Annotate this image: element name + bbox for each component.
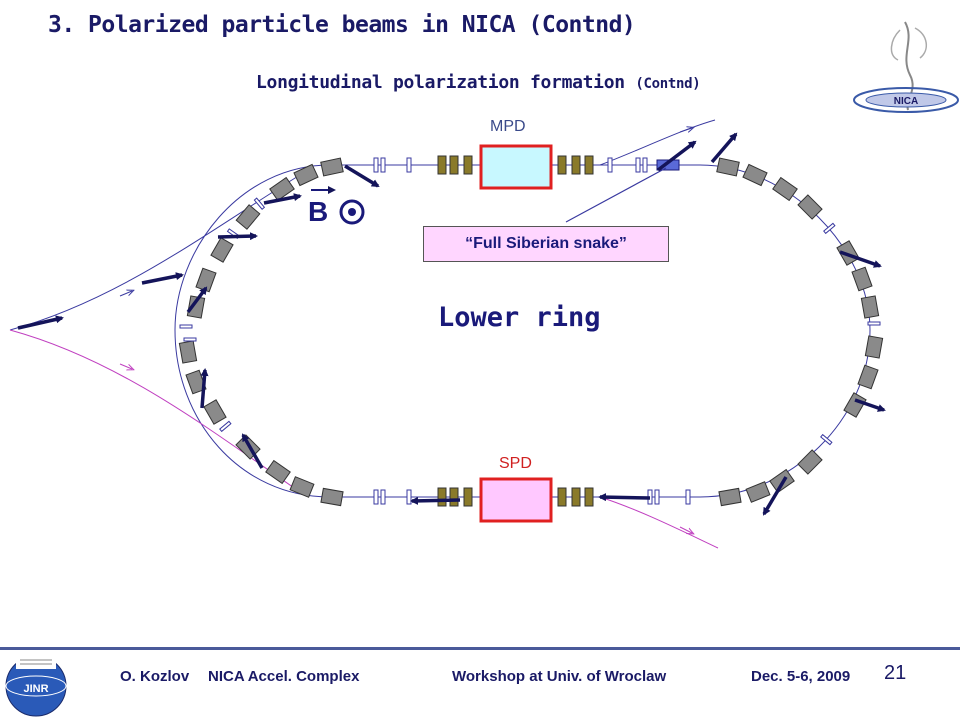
snake-pointer — [565, 167, 667, 223]
mpd-label: MPD — [490, 118, 526, 135]
spd-label: SPD — [499, 455, 532, 472]
mpd-detector — [479, 144, 553, 190]
jinr-logo-text: JINR — [23, 683, 48, 695]
lower-ring-label: Lower ring — [438, 302, 601, 333]
siberian-snake — [656, 159, 680, 171]
dipole-magnets — [178, 157, 884, 507]
nica-logo-text: NICA — [894, 96, 918, 107]
slide-title: 3. Polarized particle beams in NICA (Con… — [48, 12, 636, 38]
extraction-line-lower — [599, 496, 719, 549]
injection-line-lower — [9, 329, 301, 493]
slide-subtitle: Longitudinal polarization formation (Con… — [256, 72, 701, 93]
injection-line-upper — [9, 174, 301, 331]
extraction-line-upper — [599, 119, 716, 166]
page-number: 21 — [884, 662, 907, 684]
spin-arrows — [17, 132, 886, 516]
footer-date: Dec. 5-6, 2009 — [751, 668, 851, 685]
jinr-logo: JINR — [5, 655, 67, 717]
nica-logo: NICA — [853, 21, 959, 113]
subtitle-contnd: (Contnd) — [635, 76, 701, 92]
subtitle-main: Longitudinal polarization formation — [256, 72, 625, 93]
footer-event: Workshop at Univ. of Wroclaw — [452, 668, 667, 685]
footer-topic: NICA Accel. Complex — [208, 668, 360, 685]
footer-author: O. Kozlov — [120, 668, 190, 685]
final-focus-quads — [437, 155, 594, 507]
siberian-snake-label: “Full Siberian snake” — [423, 226, 669, 262]
spd-detector — [479, 477, 553, 523]
b-field-label: B — [308, 196, 329, 227]
footer-divider — [0, 647, 960, 650]
